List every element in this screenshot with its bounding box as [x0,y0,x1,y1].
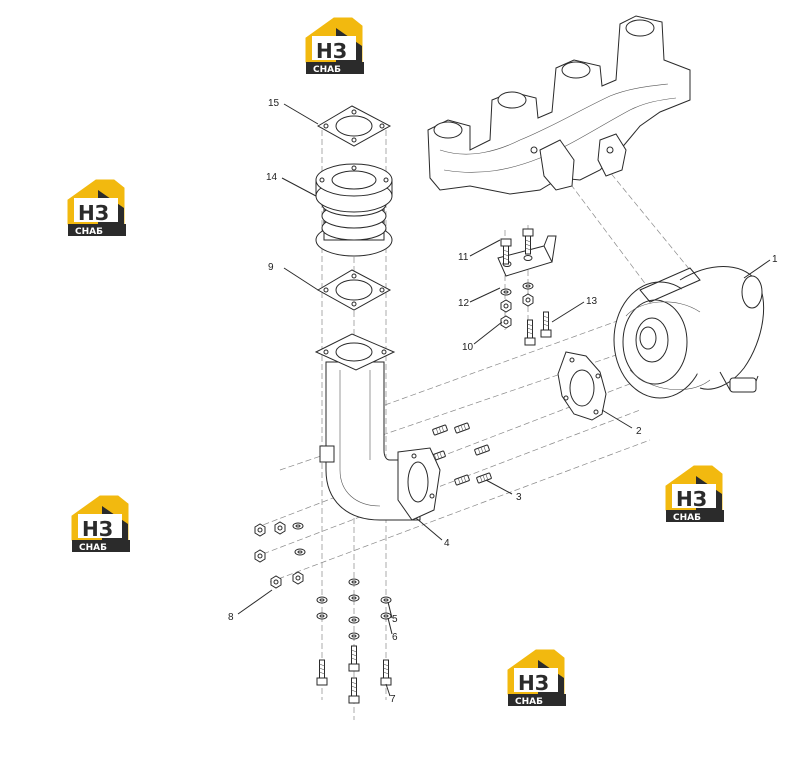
assembly-lines [254,130,691,720]
brand-logo: НЗ СНАБ [507,649,567,707]
flange-gasket-9 [316,269,392,311]
callout-8: 8 [228,612,234,623]
callout-6: 6 [392,632,398,643]
callout-2: 2 [636,426,642,437]
callout-4: 4 [444,538,450,549]
callout-labels: 1 2 3 4 5 6 7 8 9 10 11 12 13 14 15 [228,98,778,705]
svg-text:НЗ: НЗ [78,201,109,225]
leader-lines [237,103,771,697]
brand-logo: НЗ СНАБ [71,495,131,553]
exhaust-manifold [427,15,691,195]
turbo-gasket [557,351,607,421]
callout-15: 15 [268,98,280,109]
callout-5: 5 [392,614,398,625]
callout-12: 12 [458,298,470,309]
callout-10: 10 [462,342,474,353]
svg-text:НЗ: НЗ [316,39,347,63]
callout-13: 13 [586,296,598,307]
flange-gasket-15 [316,105,392,147]
bellows-14 [315,163,393,257]
callout-7: 7 [390,694,396,705]
svg-text:СНАБ: СНАБ [75,227,103,237]
svg-text:НЗ: НЗ [82,517,113,541]
svg-text:СНАБ: СНАБ [79,543,107,553]
exhaust-elbow-4 [314,333,441,521]
callout-9: 9 [268,262,274,273]
brand-logo: НЗ СНАБ [665,465,725,523]
svg-text:СНАБ: СНАБ [673,513,701,523]
svg-text:НЗ: НЗ [676,487,707,511]
callout-14: 14 [266,172,278,183]
callout-1: 1 [772,254,778,265]
nuts-8 [254,521,306,589]
brand-logo: НЗ СНАБ [305,17,365,75]
brand-logo: НЗ СНАБ [67,179,127,237]
svg-text:СНАБ: СНАБ [515,697,543,707]
svg-text:НЗ: НЗ [518,671,549,695]
callout-3: 3 [516,492,522,503]
callout-11: 11 [458,252,469,263]
turbocharger [613,266,765,399]
bolt-13 [524,311,552,346]
svg-text:СНАБ: СНАБ [313,65,341,75]
